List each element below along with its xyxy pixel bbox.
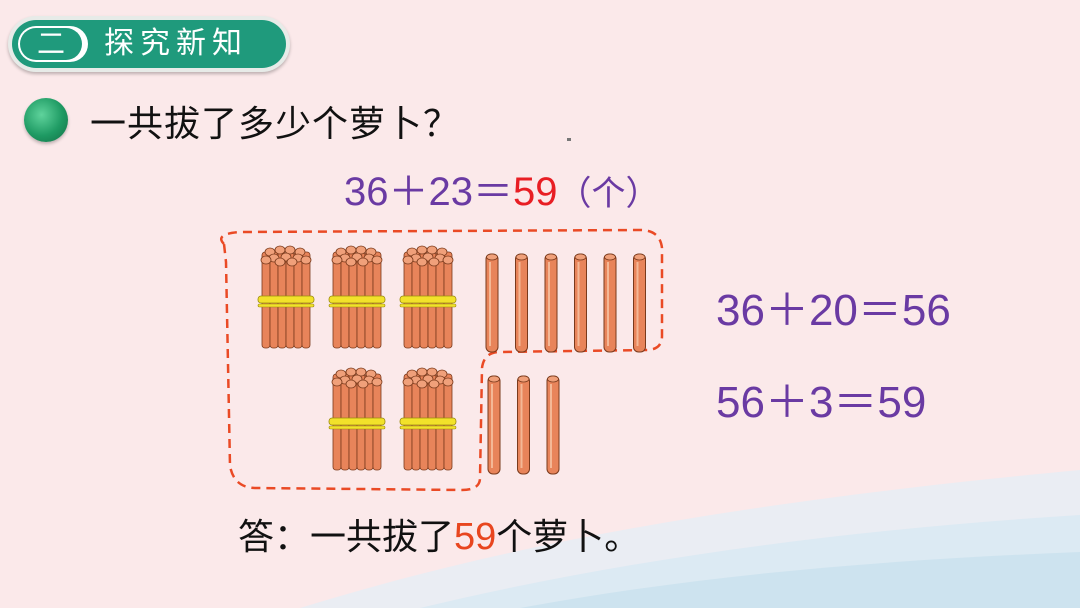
section-badge: 二 探究新知 <box>8 16 290 72</box>
stray-dot <box>567 138 571 141</box>
main-eq-addend1: 36 <box>344 170 389 214</box>
question-text: 一共拔了多少个萝卜？ <box>90 104 461 145</box>
stick-bundle-1 <box>328 245 386 349</box>
section-badge-inner: 二 探究新知 <box>12 20 286 68</box>
single-stick-3 <box>574 253 587 353</box>
answer-prefix: 答：一共拔了 <box>238 517 455 558</box>
main-eq-result: 59 <box>513 170 558 214</box>
stick-bundle-0 <box>257 245 315 349</box>
single-stick-6 <box>487 375 501 475</box>
single-stick-4 <box>603 253 617 353</box>
step-equation-2: 56＋3＝59 <box>716 378 927 427</box>
main-eq-equals: ＝ <box>473 170 513 214</box>
green-bullet-icon <box>24 98 68 142</box>
single-stick-8 <box>546 375 560 475</box>
single-stick-2 <box>544 253 558 353</box>
single-stick-0 <box>485 253 499 353</box>
counting-sticks-figure <box>220 228 664 492</box>
stick-bundle-4 <box>399 367 457 471</box>
stick-bundle-2 <box>399 245 457 349</box>
single-stick-5 <box>633 253 646 353</box>
main-equation: 36＋23＝59（个） <box>344 168 660 218</box>
main-eq-unit: （个） <box>557 174 660 214</box>
single-stick-1 <box>515 253 528 353</box>
main-eq-plus: ＋ <box>388 170 429 214</box>
answer-number: 59 <box>454 516 497 558</box>
answer-suffix: 个萝卜。 <box>496 517 641 558</box>
section-title: 探究新知 <box>104 26 248 61</box>
section-number-ring: 二 <box>18 26 88 62</box>
main-eq-addend2: 23 <box>428 170 474 214</box>
step-equation-1: 36＋20＝56 <box>716 286 951 335</box>
answer-text: 答：一共拔了59个萝卜。 <box>238 514 640 561</box>
dashed-group-outline <box>220 228 664 492</box>
stick-bundle-3 <box>328 367 386 471</box>
single-stick-7 <box>517 375 530 475</box>
section-number: 二 <box>20 28 82 60</box>
